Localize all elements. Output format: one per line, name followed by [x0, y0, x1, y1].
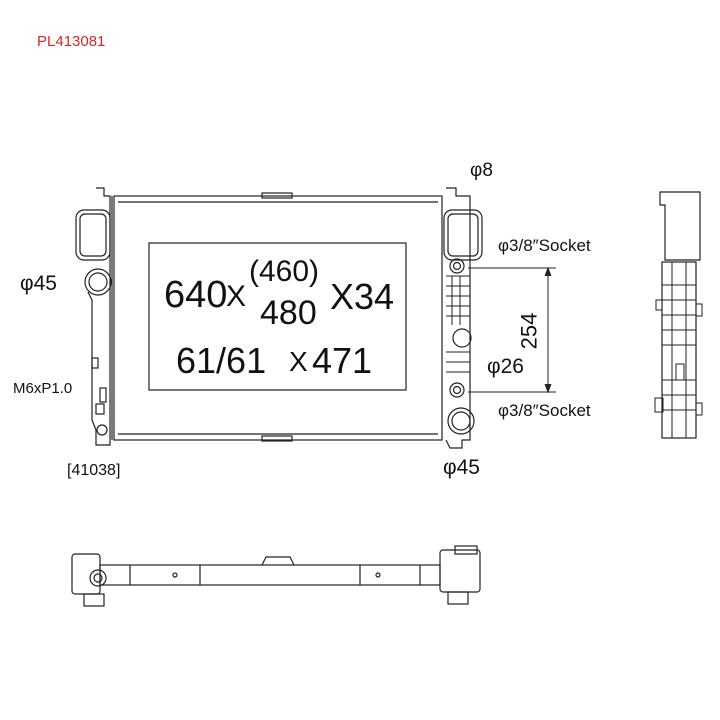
bottom-view — [71, 545, 481, 607]
phi8-label: φ8 — [470, 160, 493, 181]
right-tank — [443, 187, 483, 449]
spec-box — [148, 242, 407, 391]
radiator-core — [113, 195, 443, 441]
tank-dimension: 61/61 — [176, 340, 267, 381]
times-symbol: X — [289, 346, 308, 377]
side-view — [654, 191, 703, 439]
thickness-dimension: X34 — [330, 276, 395, 317]
socket-bottom-label: φ3/8″Socket — [498, 401, 591, 420]
dimension-254 — [468, 266, 556, 394]
reference-label: [41038] — [67, 462, 121, 479]
socket-top-label: φ3/8″Socket — [498, 236, 591, 255]
phi45-left-label: φ45 — [20, 272, 57, 295]
height-dimension: 480 — [260, 294, 317, 332]
front-view — [75, 187, 556, 449]
spacing-label: 254 — [516, 312, 542, 350]
height-alt-dimension: (460) — [249, 255, 320, 288]
thread-label: M6xP1.0 — [13, 380, 73, 397]
tank-length-dimension: 471 — [312, 340, 373, 381]
times-symbol: X — [226, 280, 247, 313]
left-tank — [75, 187, 113, 446]
phi26-label: φ26 — [487, 355, 524, 378]
width-dimension: 640 — [164, 274, 228, 316]
part-number: PL413081 — [37, 33, 106, 50]
phi45-bottom-label: φ45 — [443, 456, 480, 479]
